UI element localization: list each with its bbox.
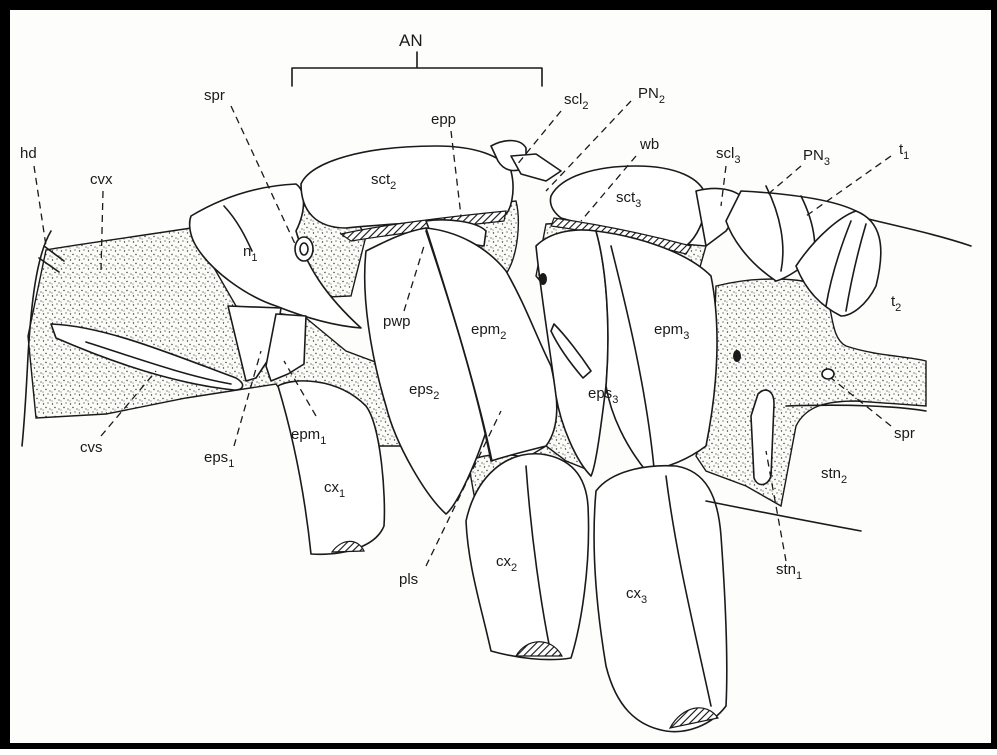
label-spr-top: spr	[204, 87, 225, 104]
scutellum-2	[511, 154, 561, 181]
label-pls: pls	[399, 571, 418, 588]
label-epp: epp	[431, 111, 456, 128]
insect-thorax-diagram: AN spr hd cvx epp scl2 PN2 wb scl3 PN3 t…	[6, 6, 997, 755]
label-t2: t2	[891, 293, 901, 314]
label-stn1: stn1	[776, 561, 802, 582]
abdomen-sternite-line	[706, 501, 861, 531]
prothoracic-spiracle	[295, 237, 313, 261]
metacoxa-plate	[594, 466, 727, 732]
label-t1: t1	[899, 141, 909, 162]
sternal-furca	[751, 390, 774, 484]
label-scl3: scl3	[716, 145, 740, 166]
metathoracic-spiracle-2	[733, 350, 741, 362]
label-spr-right: spr	[894, 425, 915, 442]
metepimeron-plate	[596, 231, 717, 471]
an-bracket	[292, 52, 542, 86]
label-scl2: scl2	[564, 91, 588, 112]
label-wb: wb	[639, 136, 659, 153]
label-pn2: PN2	[638, 85, 665, 106]
label-cvs: cvs	[80, 439, 103, 456]
abdominal-membrane	[696, 279, 926, 506]
metathoracic-spiracle	[539, 273, 547, 285]
leader-pn3	[766, 166, 801, 196]
label-pwp: pwp	[383, 313, 411, 330]
label-pn3: PN3	[803, 147, 830, 168]
label-eps1: eps1	[204, 449, 234, 470]
label-an: AN	[399, 31, 423, 50]
label-cvx: cvx	[90, 171, 113, 188]
leader-hd	[34, 166, 46, 246]
abdominal-spiracle	[822, 369, 834, 379]
label-hd: hd	[20, 145, 37, 162]
label-stn2: stn2	[821, 465, 847, 486]
